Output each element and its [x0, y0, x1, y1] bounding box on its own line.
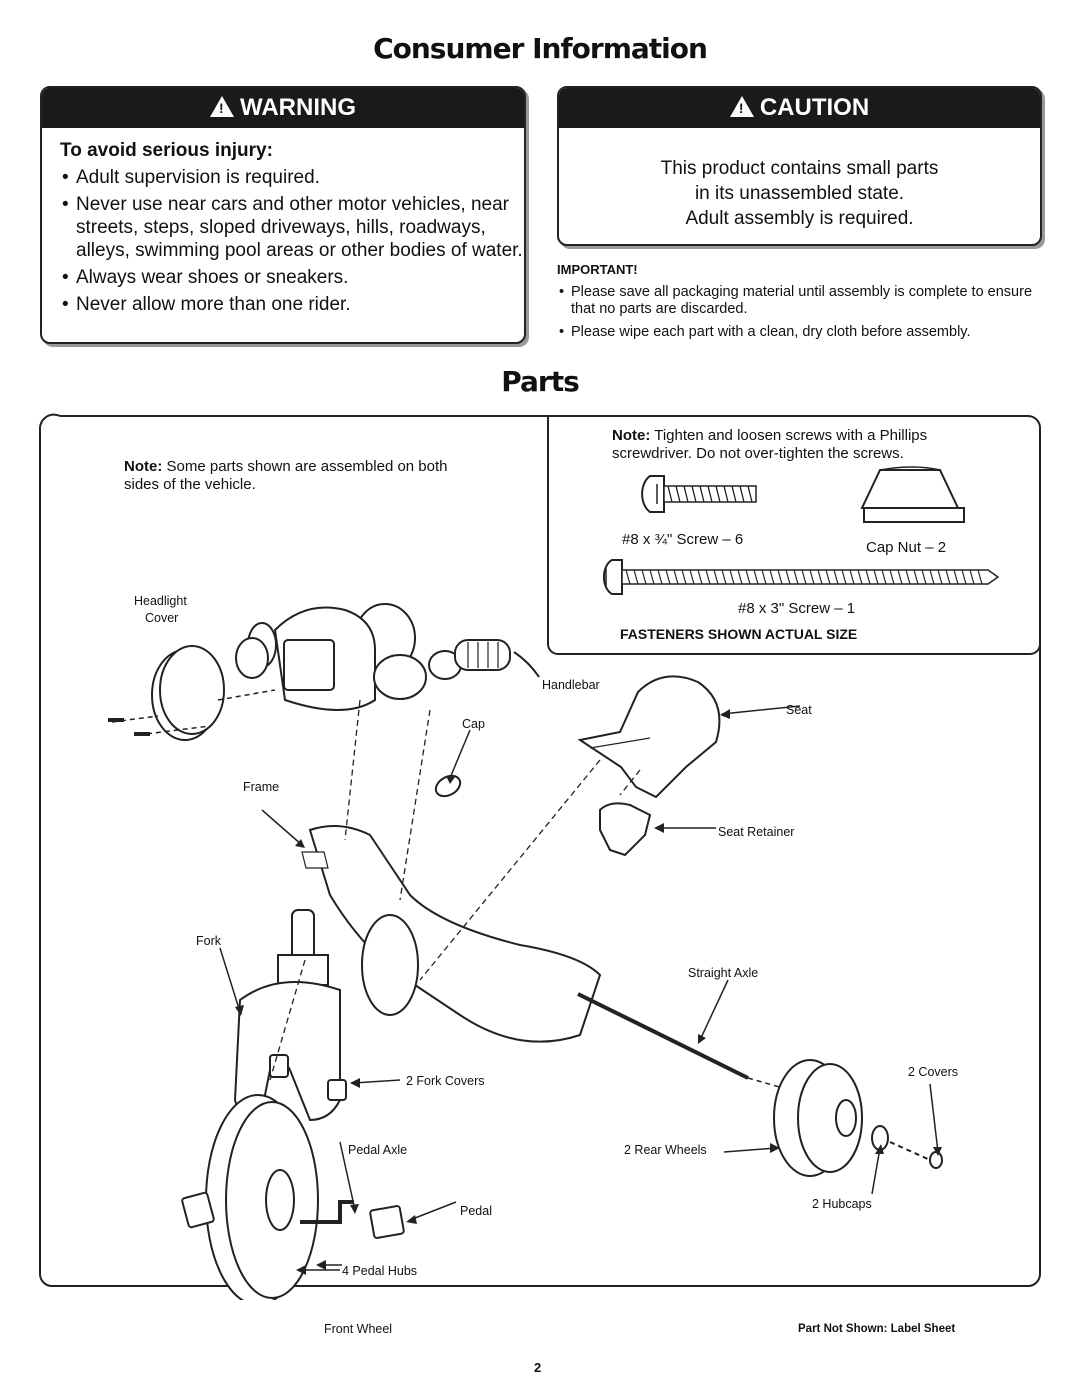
label-straight-axle: Straight Axle [688, 966, 759, 980]
rear-wheel-illustration [773, 1059, 943, 1177]
cap-nut-label: Cap Nut – 2 [866, 539, 947, 556]
fork-illustration [233, 909, 347, 1122]
caution-heading: CAUTION [759, 94, 870, 121]
warning-heading: WARNING [240, 94, 356, 121]
note-assembled-sides: Note: Some parts shown are assembled on … [124, 458, 448, 493]
caution-line: in its unassembled state. [694, 183, 905, 204]
warning-box: WARNING To avoid serious injury: Adult s… [40, 86, 526, 344]
caution-line: Adult assembly is required. [685, 208, 914, 229]
warning-item: Always wear shoes or sneakers. [62, 266, 532, 289]
page-title: Consumer Information [373, 32, 708, 65]
seat-retainer-illustration [599, 802, 652, 857]
handlebar-assembly-illustration [235, 603, 540, 711]
long-screw-icon [602, 559, 1000, 595]
label-frame: Frame [243, 780, 280, 794]
warning-item: Never use near cars and other motor vehi… [62, 193, 532, 262]
warning-subheading: To avoid serious injury: [60, 140, 273, 161]
caution-header: CAUTION [559, 88, 1040, 128]
straight-axle-illustration [577, 992, 791, 1091]
warning-header: WARNING [42, 88, 524, 128]
note-screwdriver: Note: Tighten and loosen screws with a P… [612, 427, 928, 462]
label-cap: Cap [462, 717, 485, 731]
cap-nut-icon [860, 466, 965, 523]
short-screw-icon [641, 475, 757, 513]
warning-triangle-icon [210, 95, 234, 117]
label-handlebar: Handlebar [542, 678, 600, 692]
fasteners-caption: FASTENERS SHOWN ACTUAL SIZE [620, 626, 858, 642]
headlight-cover-illustration [108, 645, 276, 741]
label-seat-retainer: Seat Retainer [718, 825, 795, 839]
important-item: Please wipe each part with a clean, dry … [557, 324, 1057, 341]
label-hubcaps: 2 Hubcaps [812, 1197, 872, 1211]
label-fork-covers: 2 Fork Covers [406, 1074, 485, 1088]
label-seat: Seat [786, 703, 812, 717]
label-pedal-axle: Pedal Axle [348, 1143, 408, 1157]
label-fork: Fork [196, 934, 221, 948]
page-number: 2 [534, 1360, 542, 1375]
seat-illustration [577, 675, 721, 799]
important-item: Please save all packaging material until… [557, 284, 1057, 318]
label-rear-wheels: 2 Rear Wheels [624, 1143, 707, 1157]
front-wheel-illustration [181, 1094, 405, 1300]
warning-list: Adult supervision is required. Never use… [62, 166, 532, 320]
label-front-wheel: Front Wheel [324, 1322, 393, 1336]
important-heading: IMPORTANT! [557, 262, 638, 277]
parts-diagram [38, 413, 1041, 1300]
label-covers: 2 Covers [908, 1065, 959, 1079]
screw-short-label: #8 x ¾" Screw – 6 [622, 531, 744, 548]
label-headlight-cover: Cover [145, 611, 179, 625]
frame-illustration [301, 825, 602, 1043]
label-pedal-hubs: 4 Pedal Hubs [342, 1264, 418, 1278]
cap-illustration [434, 729, 471, 798]
caution-triangle-icon [729, 95, 754, 117]
screw-long-label: #8 x 3" Screw – 1 [738, 600, 856, 617]
caution-line: This product contains small parts [660, 158, 939, 179]
caution-box: CAUTION This product contains small part… [557, 86, 1042, 246]
warning-item: Adult supervision is required. [62, 166, 532, 189]
label-pedal: Pedal [460, 1204, 492, 1218]
label-headlight: Headlight [134, 594, 187, 608]
part-not-shown: Part Not Shown: Label Sheet [798, 1323, 956, 1335]
warning-item: Never allow more than one rider. [62, 293, 532, 316]
parts-title: Parts [501, 365, 580, 398]
important-list: Please save all packaging material until… [557, 284, 1057, 347]
caution-text: This product contains small parts in its… [559, 156, 1040, 231]
